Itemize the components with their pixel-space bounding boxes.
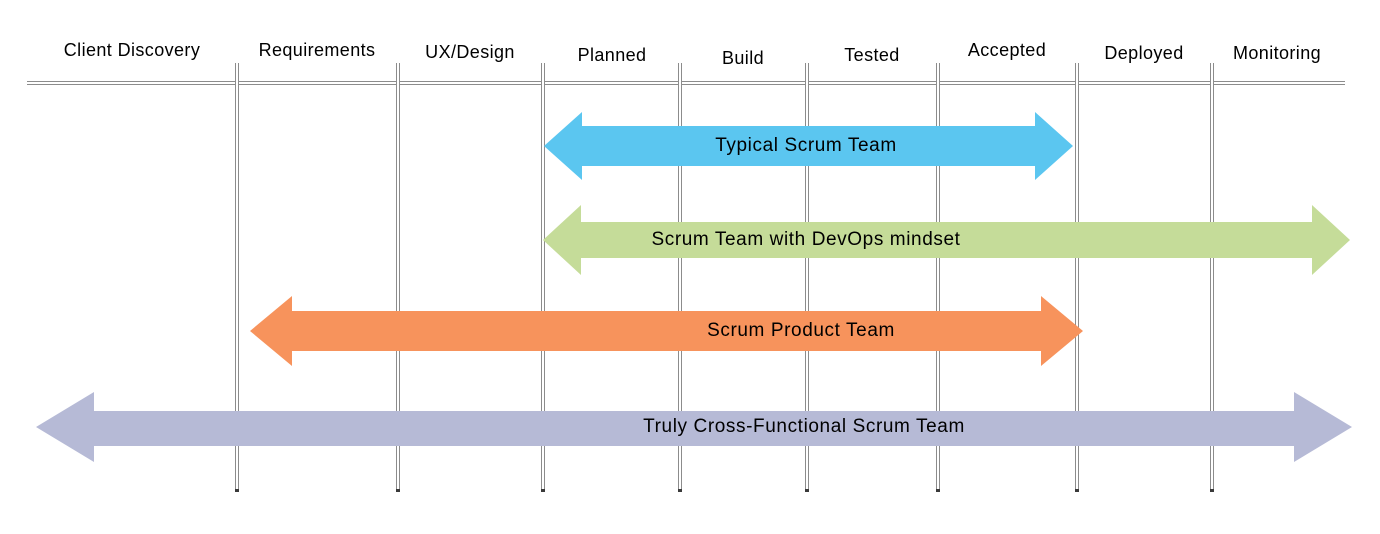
column-header-build: Build [721,48,765,68]
column-header-requirements: Requirements [258,40,376,60]
column-divider-line [396,63,400,492]
arrow-label-scrum-product-team: Scrum Product Team [707,320,895,341]
column-header-monitoring: Monitoring [1232,43,1322,63]
column-header-deployed: Deployed [1104,43,1184,63]
column-divider-line [678,63,682,492]
arrow-shape-scrum-product-team [250,296,1083,366]
column-divider-line [235,63,239,492]
column-divider-line [936,63,940,492]
header-separator-line [27,81,1345,85]
column-divider-line [1075,63,1079,492]
column-header-ux-design: UX/Design [425,42,515,62]
arrow-scrum-product-team [250,296,1083,366]
arrow-label-cross-functional-scrum-team: Truly Cross-Functional Scrum Team [643,416,965,437]
arrow-cross-functional-scrum-team [36,392,1352,462]
arrow-scrum-team-devops [543,205,1350,275]
arrow-typical-scrum-team [544,112,1073,180]
column-header-client-discovery: Client Discovery [63,40,201,60]
arrow-shape-cross-functional-scrum-team [36,392,1352,462]
arrow-shape-typical-scrum-team [544,112,1073,180]
arrow-label-scrum-team-devops: Scrum Team with DevOps mindset [651,229,961,250]
column-header-accepted: Accepted [967,40,1047,60]
column-divider-line [1210,63,1214,492]
column-divider-line [541,63,545,492]
column-header-tested: Tested [844,45,900,65]
column-header-planned: Planned [577,45,647,65]
arrow-label-typical-scrum-team: Typical Scrum Team [715,135,897,156]
arrow-shape-scrum-team-devops [543,205,1350,275]
column-divider-line [805,63,809,492]
